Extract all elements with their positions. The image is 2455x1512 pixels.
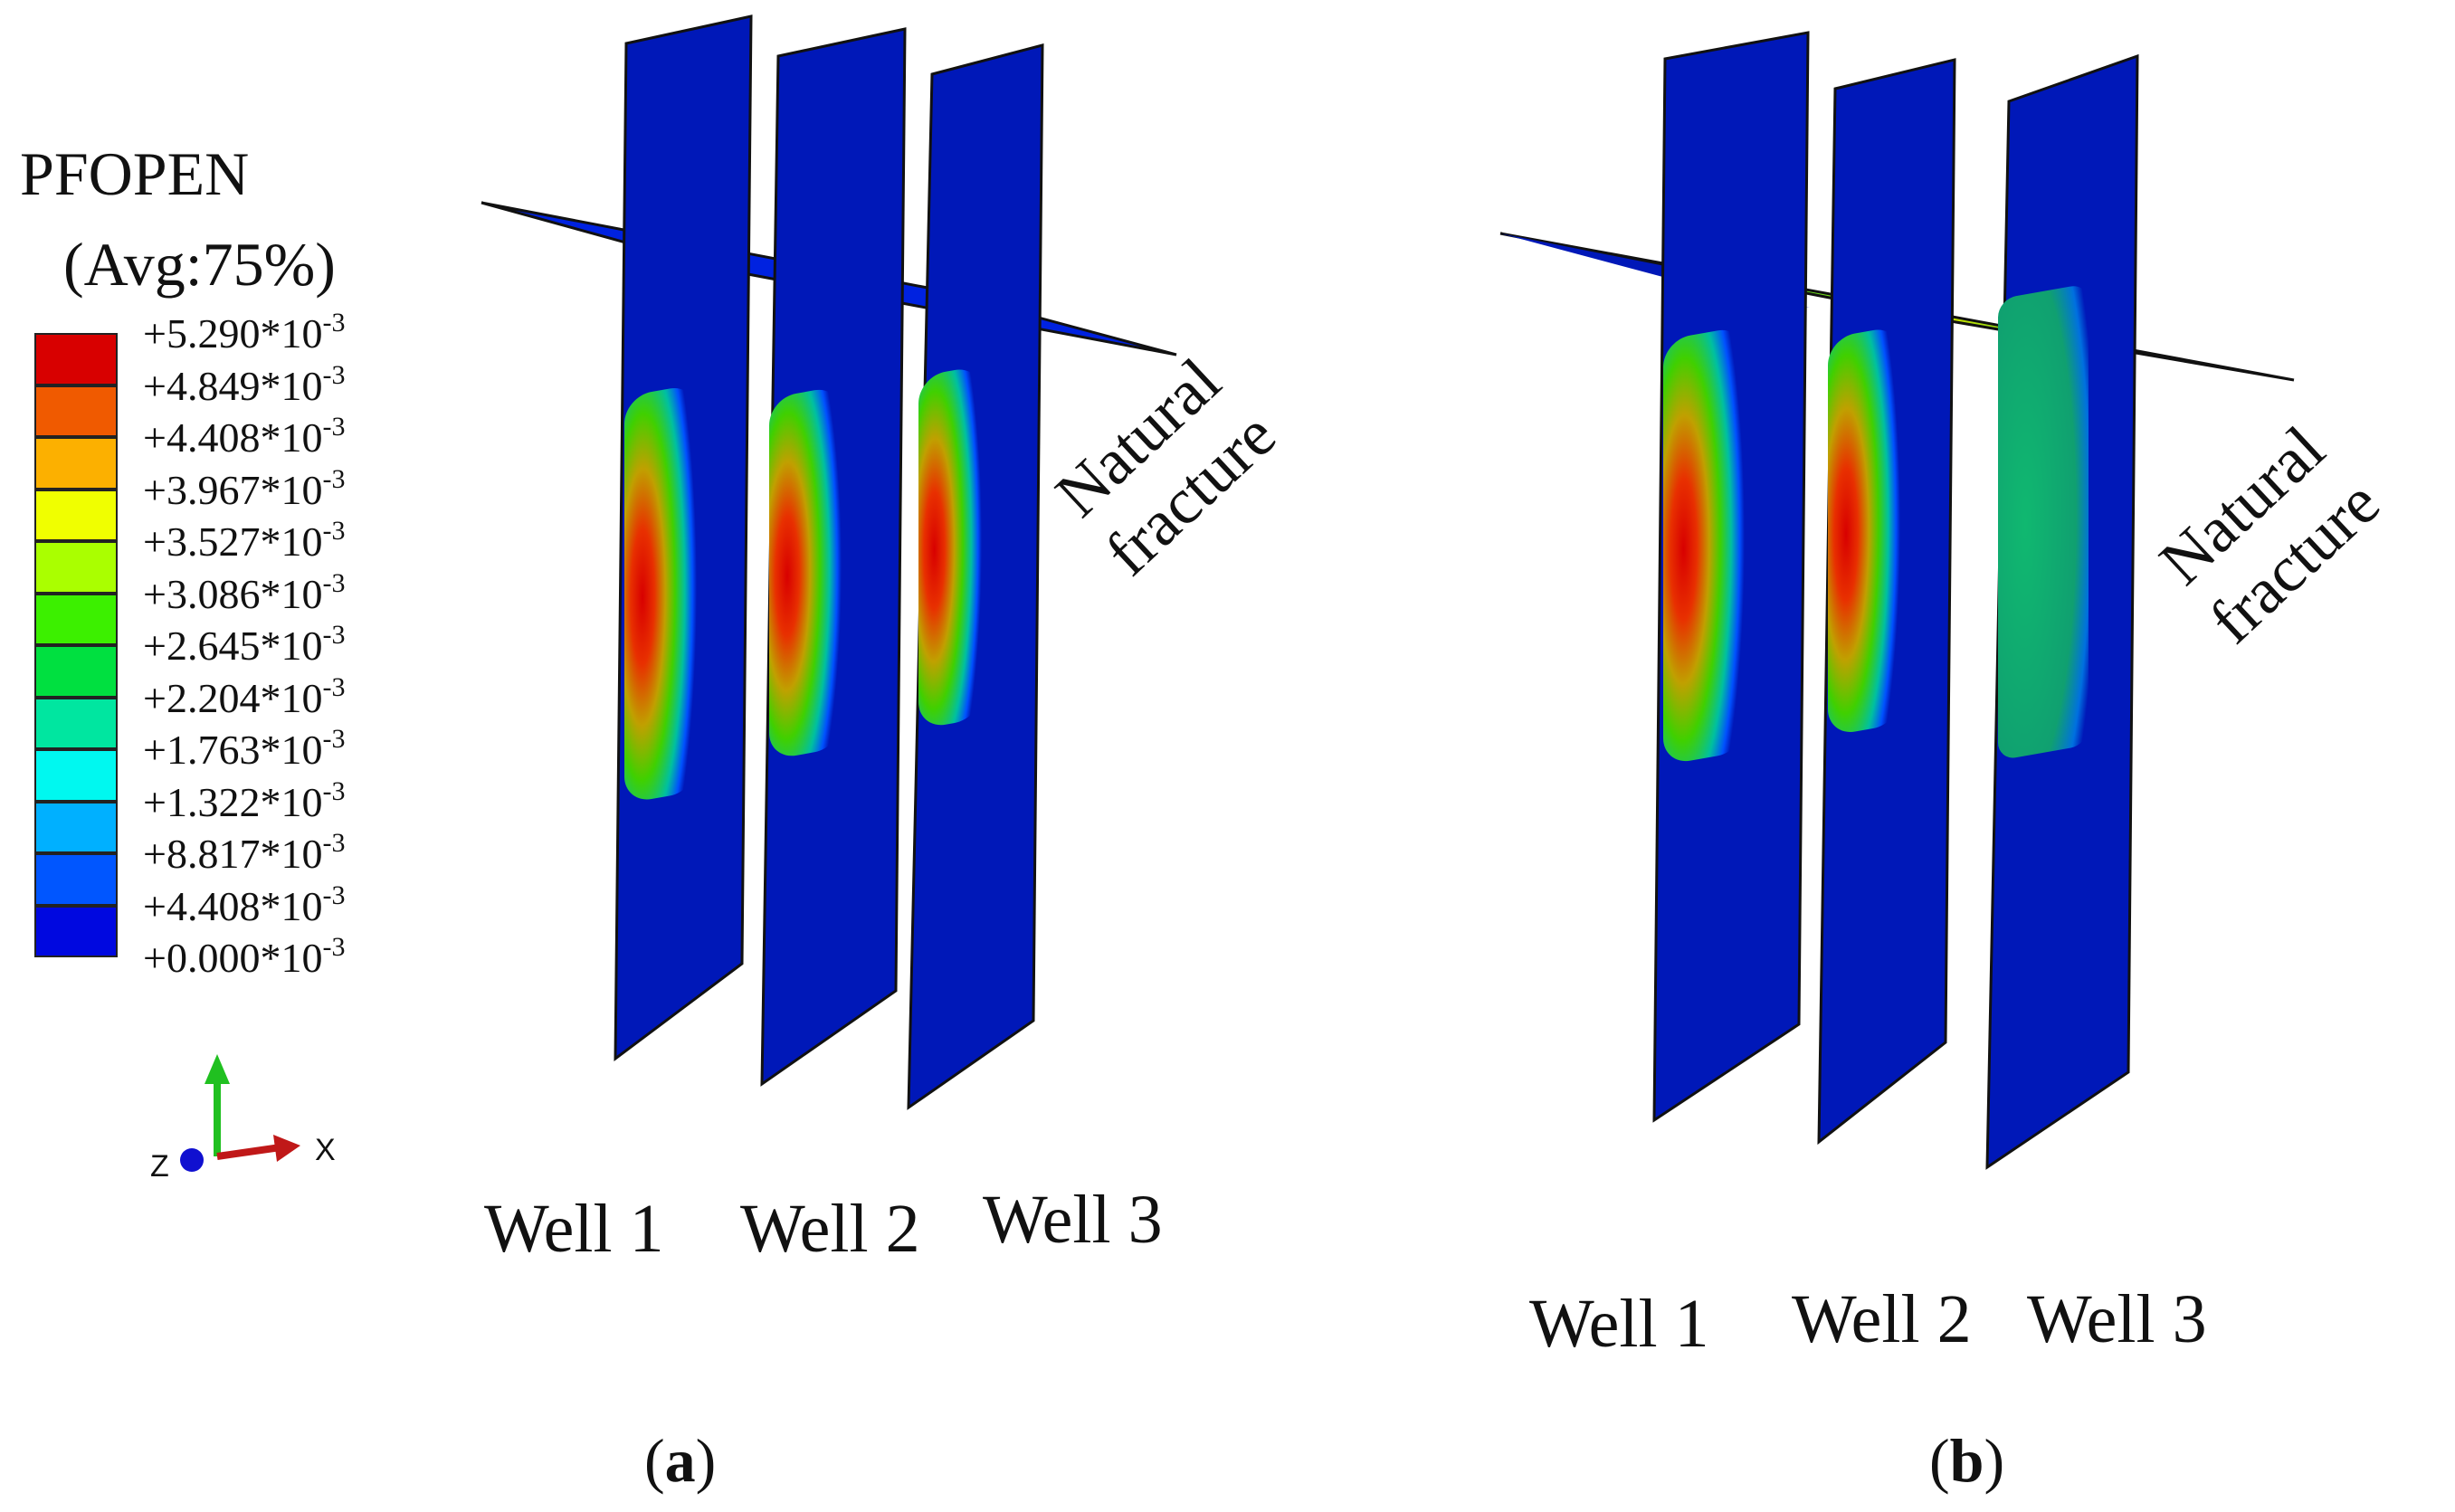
legend-tick-exponent: -3 (322, 620, 346, 650)
panel-b-caption: (b) (1929, 1430, 2004, 1491)
panel-a-caption-letter: a (664, 1426, 696, 1495)
panel-a-well-2-label: Well 2 (740, 1191, 920, 1267)
legend-tick-label: +3.086*10-3 (143, 569, 345, 617)
triad-y-arrow-icon (205, 1054, 230, 1084)
legend-tick-label: +4.849*10-3 (143, 361, 345, 409)
legend-tick-label: +4.408*10-3 (143, 414, 345, 461)
legend-title: PFOPEN (20, 139, 250, 208)
triad-x-axis (216, 1144, 281, 1160)
panel-b-caption-open: ( (1929, 1426, 1950, 1495)
legend-tick-mantissa: +3.527*10 (143, 518, 323, 565)
panel-b-drawing (1499, 31, 2295, 1170)
legend-tick-label: +3.527*10-3 (143, 518, 345, 565)
triad-x-label: X (315, 1133, 336, 1167)
panel-a-caption-open: ( (644, 1426, 665, 1495)
legend-swatch (34, 437, 118, 490)
legend-tick-label: +1.322*10-3 (143, 777, 345, 825)
legend-swatch (34, 697, 118, 749)
legend-tick-exponent: -3 (322, 828, 346, 858)
triad-origin-icon (180, 1148, 204, 1172)
legend-swatch (34, 801, 118, 853)
legend-swatch (34, 385, 118, 437)
legend-swatch (34, 853, 118, 906)
panel-b-well-1-label: Well 1 (1529, 1286, 1709, 1362)
legend-tick-exponent: -3 (322, 463, 346, 494)
legend-tick-exponent: -3 (322, 359, 346, 390)
panel-a-well-1-contour (624, 388, 697, 800)
legend-tick-exponent: -3 (322, 308, 346, 338)
legend-swatch (34, 645, 118, 698)
panel-b-caption-close: ) (1984, 1426, 2005, 1495)
legend-tick-mantissa: +4.408*10 (143, 882, 323, 929)
legend-tick-label: +0.000*10-3 (143, 934, 345, 981)
axes-triad: Z X (150, 1054, 336, 1184)
panel-a-caption: (a) (644, 1430, 716, 1491)
legend-tick-exponent: -3 (322, 567, 346, 598)
panel-b-caption-letter: b (1949, 1426, 1984, 1495)
legend-tick-label: +2.204*10-3 (143, 673, 345, 721)
legend-tick-mantissa: +8.817*10 (143, 831, 323, 877)
legend-tick-exponent: -3 (322, 880, 346, 910)
legend-tick-label: +4.408*10-3 (143, 881, 345, 929)
legend-tick-mantissa: +2.645*10 (143, 623, 323, 669)
legend-swatch (34, 905, 118, 957)
legend-tick-mantissa: +3.086*10 (143, 570, 323, 617)
legend-tick-mantissa: +3.967*10 (143, 466, 323, 513)
triad-x-arrow-icon (273, 1135, 300, 1162)
panel-b-well-2-label: Well 2 (1792, 1281, 1972, 1357)
legend-swatch (34, 749, 118, 802)
legend-tick-label: +8.817*10-3 (143, 830, 345, 877)
legend-tick-label: +3.967*10-3 (143, 465, 345, 513)
legend-swatch (34, 333, 118, 385)
panel-a-well-3-contour (918, 369, 982, 726)
legend-swatch (34, 489, 118, 541)
legend-tick-exponent: -3 (322, 412, 346, 442)
panel-b-well-2-contour (1828, 329, 1900, 732)
legend-swatch (34, 541, 118, 594)
legend-tick-exponent: -3 (322, 671, 346, 702)
legend-swatch (34, 593, 118, 645)
legend-tick-exponent: -3 (322, 516, 346, 546)
panel-a-drawing (481, 14, 1177, 1110)
legend-tick-mantissa: +1.763*10 (143, 727, 323, 773)
legend-tick-mantissa: +0.000*10 (143, 935, 323, 981)
panel-a-caption-close: ) (695, 1426, 717, 1495)
panel-b-well-1-contour (1663, 329, 1745, 762)
legend-tick-label: +2.645*10-3 (143, 622, 345, 669)
legend-subtitle: (Avg:75%) (63, 230, 336, 299)
panel-a-well-2-contour (769, 389, 842, 756)
panel-b-well-3-label: Well 3 (2027, 1281, 2207, 1357)
panel-b-well-3-contour (1998, 286, 2089, 758)
legend-tick-label: +1.763*10-3 (143, 726, 345, 773)
panel-a-well-3-label: Well 3 (983, 1182, 1163, 1258)
triad-z-label: Z (150, 1149, 169, 1184)
legend-tick-mantissa: +2.204*10 (143, 674, 323, 721)
legend-tick-exponent: -3 (322, 932, 346, 962)
panel-a-well-1-label: Well 1 (484, 1191, 664, 1267)
legend-tick-exponent: -3 (322, 724, 346, 754)
legend-tick-mantissa: +4.408*10 (143, 414, 323, 461)
legend-tick-mantissa: +1.322*10 (143, 778, 323, 825)
legend-tick-mantissa: +5.290*10 (143, 310, 323, 357)
legend-tick-label: +5.290*10-3 (143, 309, 345, 357)
legend-tick-mantissa: +4.849*10 (143, 362, 323, 409)
legend-tick-exponent: -3 (322, 775, 346, 806)
